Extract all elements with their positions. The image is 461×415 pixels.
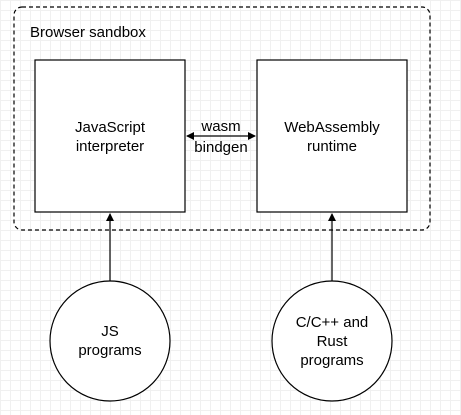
sandbox-label: Browser sandbox (30, 24, 146, 41)
wasm-runtime-label-line2: runtime (307, 138, 357, 155)
native-programs-circle (271, 280, 393, 402)
native-programs-label-line3: programs (300, 352, 363, 369)
wasm-runtime-label-line1: WebAssembly (284, 119, 380, 136)
js-programs-label-line2: programs (78, 342, 141, 359)
js-interpreter-label-line2: interpreter (76, 138, 144, 155)
native-programs-label-line2: Rust (317, 333, 349, 350)
js-programs-label-line1: JS (101, 323, 119, 340)
bridge-label-line2: bindgen (194, 139, 247, 156)
sandbox-container (13, 6, 431, 231)
wasm-runtime-box (256, 59, 408, 213)
js-interpreter-label-line1: JavaScript (75, 119, 146, 136)
bridge-label-line1: wasm (200, 118, 240, 135)
native-programs-label-line1: C/C++ and (296, 314, 369, 331)
js-programs-circle (49, 280, 171, 402)
js-interpreter-box (34, 59, 186, 213)
